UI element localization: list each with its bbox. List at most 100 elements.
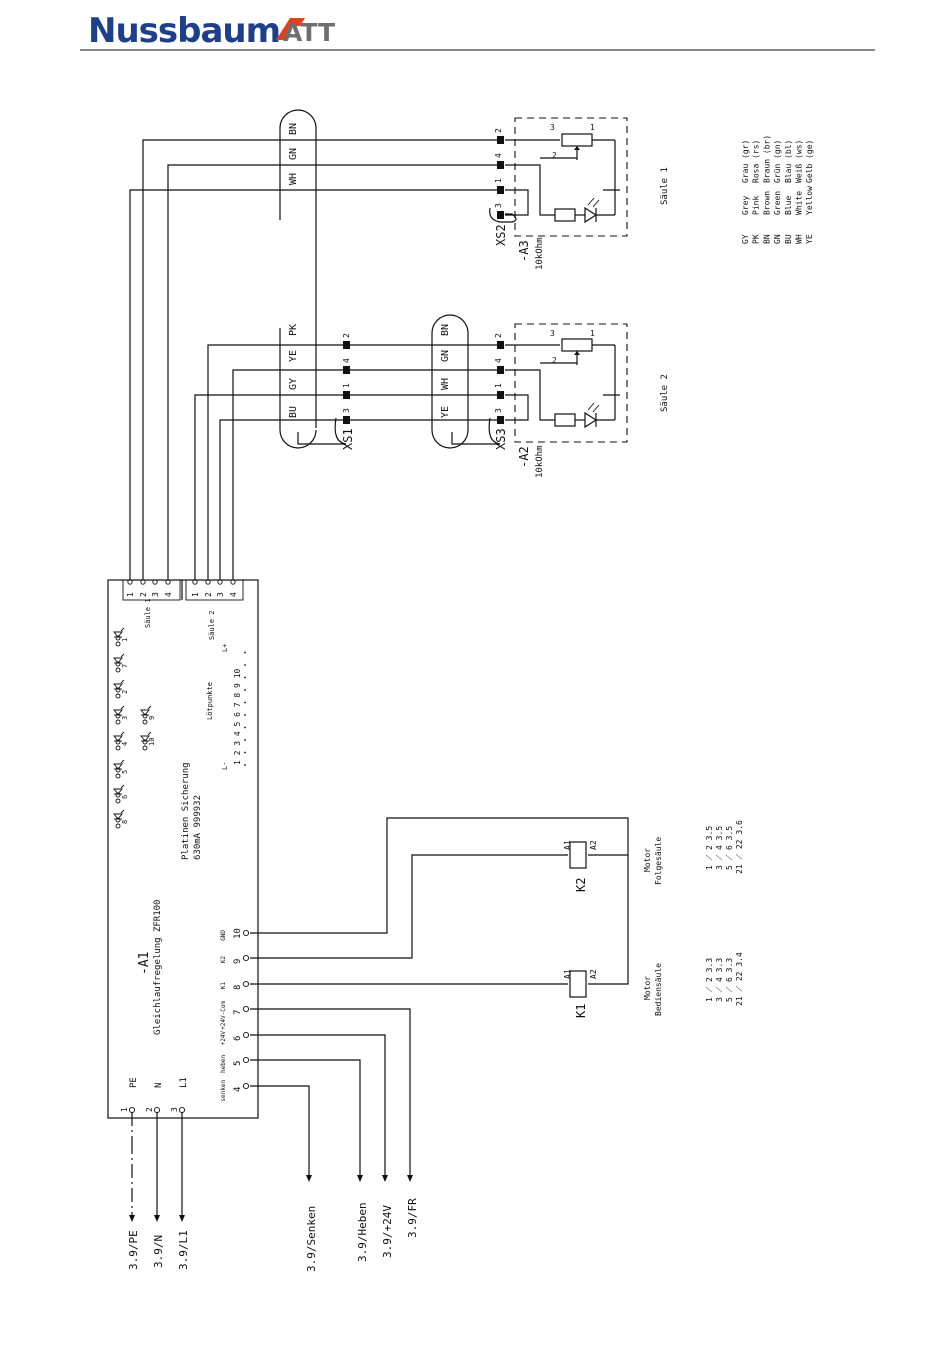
- module-label-a2: -A2: [517, 446, 531, 468]
- loet-dot-10: [244, 651, 246, 654]
- power-terminal-name-n: N: [154, 1083, 164, 1088]
- side-terminal-name-4: senken: [220, 1080, 227, 1102]
- side-terminal-num-5: 5: [233, 1061, 243, 1066]
- side-terminal-6: [242, 1031, 250, 1039]
- svg-text:A1: A1: [563, 969, 572, 979]
- sensor-module-a2: 3 2 1 -A2 10kOhm Säule 2: [505, 323, 670, 478]
- loet-dot-9: [244, 664, 246, 666]
- legend-code-bn: BN: [762, 234, 771, 244]
- legend-de-ye: Gelb (ge): [805, 140, 814, 183]
- ref-pe: 3.9/PE: [127, 1230, 140, 1270]
- legend-en-gn: Green: [773, 191, 782, 215]
- loet-dot-7: [244, 689, 246, 691]
- loet-dot-1: [244, 764, 246, 766]
- power-terminal-3: [178, 1106, 186, 1114]
- led-label-1: 1: [121, 638, 129, 642]
- fuse-title: Platinen Sicherung: [181, 762, 191, 860]
- sensor-module-a3: 3 2 1 -A3 10kOhm Säule 1: [505, 117, 670, 270]
- legend-code-gn: GN: [773, 234, 782, 244]
- cross-references: 3.9/PE 3.9/N 3.9/L1 3.9/Senken 3.9/Heben…: [127, 1198, 419, 1272]
- side-terminal-name-6: +24V: [220, 1031, 227, 1046]
- controller-name: -A1: [137, 952, 152, 975]
- plug-label-xs3: XS3: [494, 428, 508, 450]
- svg-text:2: 2: [552, 151, 557, 160]
- legend-de-wh: Weiß (ws): [795, 140, 804, 183]
- led-label-5: 5: [121, 770, 129, 774]
- resistance-a3: 10kOhm: [535, 237, 545, 270]
- loet-dot-6: [244, 701, 246, 704]
- legend-code-ye: YE: [805, 234, 814, 244]
- svg-text:BU: BU: [288, 406, 299, 418]
- led-label-2: 2: [121, 690, 129, 694]
- svg-text:GN: GN: [440, 350, 451, 362]
- svg-text:3 ⟋ 4 3.3: 3 ⟋ 4 3.3: [715, 958, 724, 1002]
- saeule2-title: Säule 2: [660, 374, 670, 412]
- legend-en-bu: Blue: [784, 196, 793, 215]
- saeule1-title: Säule 1: [660, 167, 670, 205]
- connector-xs2: 2 4 1 3 XS2: [489, 128, 517, 246]
- side-terminal-num-4: 4: [233, 1087, 243, 1092]
- loetpunkte-lplus: L+: [221, 644, 229, 652]
- led-2: [113, 653, 125, 673]
- terminal-s2-label-4: 4: [229, 592, 238, 597]
- side-terminal-num-7: 7: [233, 1010, 243, 1015]
- svg-text:5 ⟋ 6 3.3: 5 ⟋ 6 3.3: [725, 958, 734, 1002]
- relay-k1: A1 A2 K1 Motor Bediensäule 1 ⟋ 2 3.3 3 ⟋…: [563, 952, 744, 1018]
- legend-de-gy: Grau (gr): [741, 140, 750, 183]
- legend-en-ye: Yellow: [805, 186, 814, 215]
- svg-text:WH: WH: [440, 378, 451, 390]
- loetpunkte-label: Lötpunkte: [206, 682, 214, 720]
- legend-de-bn: Braun (br): [762, 135, 771, 183]
- att-logo: ATT: [276, 18, 335, 47]
- svg-text:BN: BN: [440, 324, 451, 336]
- svg-text:1: 1: [590, 329, 595, 338]
- ref-heben: 3.9/Heben: [356, 1202, 369, 1262]
- terminal-s2-4: [230, 579, 236, 585]
- power-terminal-num-2: 2: [145, 1107, 154, 1112]
- loetpunkte-numbers: 1 2 3 4 5 6 7 8 9 10: [233, 668, 242, 765]
- svg-text:3: 3: [550, 329, 555, 338]
- led-label-6: 6: [121, 795, 129, 799]
- led-label-9: 9: [148, 716, 156, 720]
- resistance-a2: 10kOhm: [535, 445, 545, 478]
- terminal-s1-1: [127, 579, 133, 585]
- svg-text:3: 3: [550, 123, 555, 132]
- led-label-10: 10: [148, 738, 156, 746]
- loet-dot-5: [244, 714, 246, 716]
- terminal-s2-label-2: 2: [204, 592, 213, 597]
- power-terminal-num-3: 3: [170, 1107, 179, 1112]
- led-10: [140, 731, 152, 751]
- side-terminal-name-8: K1: [220, 982, 227, 990]
- label-saeule2-terminals: Säule 2: [208, 610, 216, 640]
- side-terminal-8: [242, 980, 250, 988]
- svg-text:2: 2: [552, 356, 557, 365]
- cable-color-wh: WH: [288, 173, 299, 185]
- svg-text:2: 2: [494, 128, 503, 133]
- ref-fr: 3.9/FR: [406, 1198, 419, 1238]
- wires-saeule1: [129, 139, 498, 580]
- svg-text:A2: A2: [589, 969, 598, 979]
- terminal-s2-2: [205, 579, 211, 585]
- cable-color-bn: BN: [288, 123, 299, 135]
- controller-desc: Gleichlaufregelung ZFR100: [153, 900, 163, 1035]
- loet-dot-8: [244, 676, 246, 679]
- led-label-8: 8: [121, 820, 129, 824]
- svg-text:1 ⟋ 2 3.5: 1 ⟋ 2 3.5: [705, 826, 714, 870]
- side-terminal-name-7: +24V-Com: [220, 1001, 227, 1030]
- header: Nussbaum ATT: [80, 11, 875, 51]
- side-terminal-num-10: 10: [233, 928, 243, 939]
- svg-text:21 ⟋ 22 3.6: 21 ⟋ 22 3.6: [735, 820, 744, 874]
- ref-senken: 3.9/Senken: [305, 1206, 318, 1272]
- power-terminal-1: [128, 1106, 136, 1114]
- side-terminal-9: [242, 954, 250, 962]
- svg-text:4: 4: [494, 358, 503, 363]
- cable-bundle-top: WH GN BN: [279, 109, 317, 428]
- svg-text:5 ⟋ 6 3.5: 5 ⟋ 6 3.5: [725, 826, 734, 870]
- side-terminal-4: [242, 1082, 250, 1090]
- side-terminal-name-9: K2: [220, 956, 227, 964]
- terminal-s1-label-3: 3: [151, 592, 160, 597]
- plug-label-xs2: XS2: [494, 224, 508, 246]
